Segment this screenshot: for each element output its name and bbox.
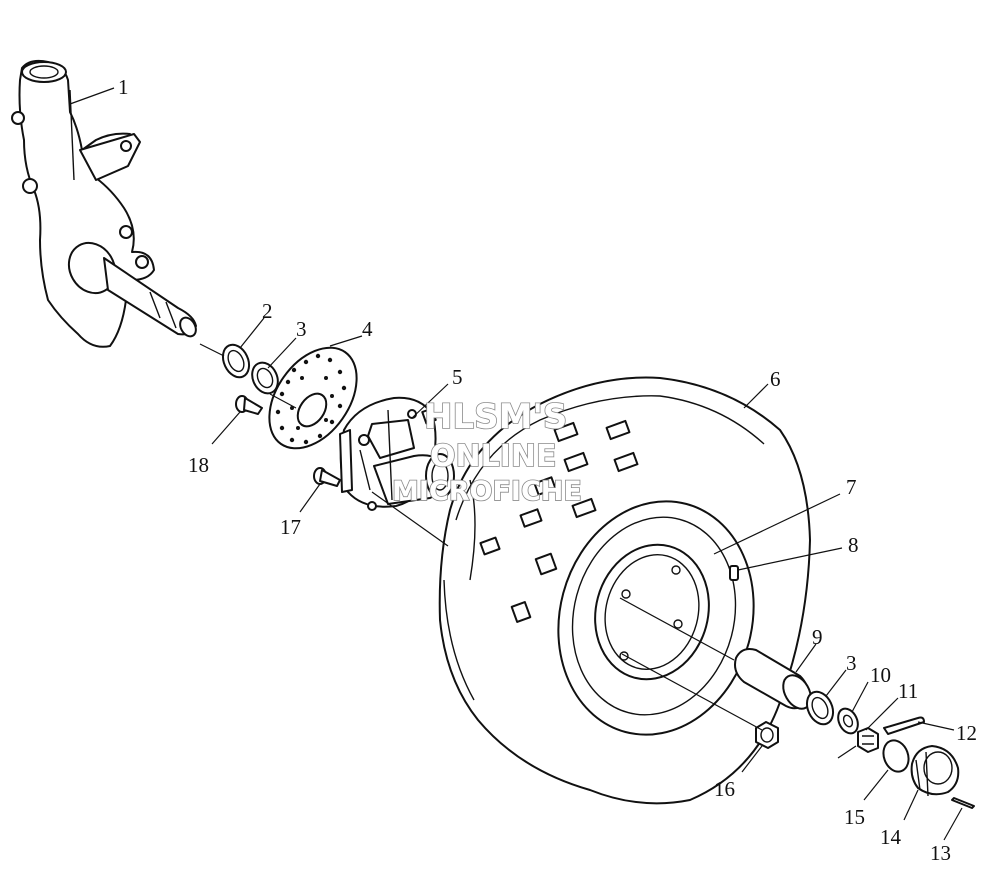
callout-10: 10	[870, 663, 891, 687]
oil-seal	[221, 343, 251, 379]
brake-disc	[268, 346, 358, 450]
wheel-nut	[755, 721, 779, 749]
watermark-line-1: HLSM'S	[424, 397, 567, 437]
bearing	[805, 690, 835, 726]
callout-4: 4	[362, 317, 373, 341]
watermark-line-3: MICROFICHE	[392, 476, 582, 507]
callout-17: 17	[280, 515, 301, 539]
castle-nut	[857, 727, 879, 753]
callout-15: 15	[844, 805, 865, 829]
callout-9: 9	[812, 625, 823, 649]
watermark-line-2: ONLINE	[430, 439, 557, 474]
hub-cap	[910, 745, 960, 797]
callout-11: 11	[898, 679, 918, 703]
callout-13: 13	[930, 841, 951, 865]
callout-5: 5	[452, 365, 463, 389]
hub	[339, 396, 455, 511]
callout-6: 6	[770, 367, 781, 391]
callout-12: 12	[956, 721, 977, 745]
cap-screw	[951, 797, 975, 809]
leader-lines	[69, 87, 963, 841]
callout-18: 18	[188, 453, 209, 477]
watermark: HLSM'S ONLINE MICROFICHE	[391, 396, 582, 508]
steering-knuckle	[11, 59, 197, 348]
callout-14: 14	[880, 825, 902, 849]
valve	[729, 565, 739, 581]
callout-3-left: 3	[296, 317, 307, 341]
callout-1: 1	[118, 75, 129, 99]
cotter-pin	[883, 716, 925, 735]
axis-centerline	[199, 343, 857, 759]
bearing	[251, 361, 279, 395]
callout-2: 2	[262, 299, 273, 323]
callout-7: 7	[846, 475, 857, 499]
stud-bolt	[313, 467, 341, 487]
washer	[837, 707, 859, 735]
callout-8: 8	[848, 533, 859, 557]
spacer-collar	[734, 648, 812, 710]
disc-bolt	[235, 395, 263, 415]
wheel-rim	[557, 500, 755, 736]
callout-labels: 1 2 3 4 5 6 7 8 9 3 10 11 12 13 14 15 16…	[118, 75, 977, 865]
callout-16: 16	[714, 777, 735, 801]
callout-3-right: 3	[846, 651, 857, 675]
o-ring	[882, 739, 910, 773]
